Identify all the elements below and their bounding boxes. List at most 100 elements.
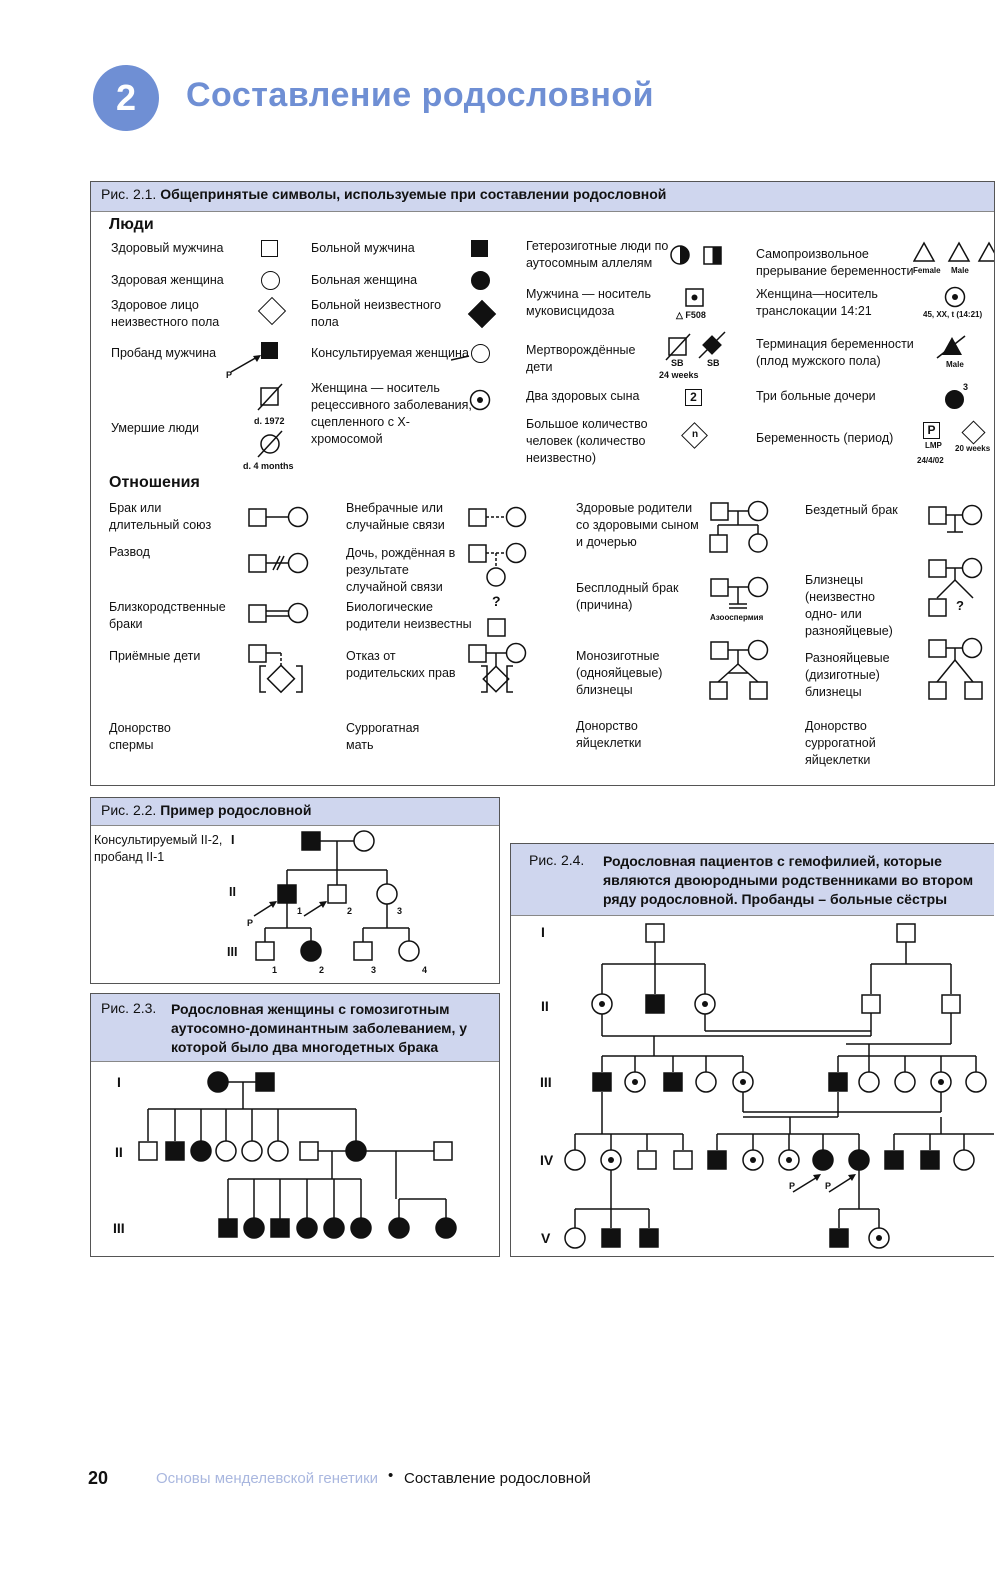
legend-label: Умершие люди	[111, 421, 199, 435]
legend-label: Близкородственные браки	[109, 600, 226, 631]
deceased-male-icon	[257, 383, 283, 411]
count-male-symbol: 2	[685, 389, 702, 406]
proband-mark: P	[247, 918, 253, 928]
gestation-label: 20 weeks	[955, 444, 991, 453]
generation-label: I	[117, 1074, 121, 1090]
legend-label: Консультируемая женщина	[311, 346, 469, 360]
unknown-sex-symbol	[257, 296, 287, 326]
legend-label: Внебрачные или случайные связи	[346, 501, 445, 532]
gestation-label: 24 weeks	[659, 370, 699, 380]
healthy-female-symbol	[261, 271, 280, 290]
stillbirth-affected-icon	[698, 331, 726, 359]
infertility-cause: Азооспермия	[710, 613, 764, 622]
individual-number: 1	[297, 906, 302, 916]
deceased-female-icon	[257, 430, 283, 458]
running-section: Основы менделевской генетики	[156, 1470, 379, 1487]
figure-label: Рис. 2.2.	[101, 802, 157, 818]
legend-label: Близнецы (неизвестно одно- или разнояйце…	[805, 573, 893, 638]
proband-male-symbol	[261, 342, 278, 359]
termination-icon	[936, 335, 966, 359]
affected-female-symbol	[471, 271, 490, 290]
individual-number: 4	[422, 965, 427, 975]
generation-label: I	[541, 924, 545, 940]
figure-caption: Рис. 2.3. Родословная женщины с гомозиго…	[91, 994, 499, 1062]
sex-label: Male	[946, 360, 964, 369]
proband-arrow-icon	[230, 355, 261, 373]
legend-label: Биологические родители неизвестны	[346, 600, 472, 631]
sex-label: Female	[913, 266, 941, 275]
heterozygote-icon	[670, 245, 722, 265]
individual-number: 2	[319, 965, 324, 975]
unknown-twin-mark: ?	[956, 598, 964, 613]
pedigree-chart	[138, 1071, 457, 1239]
consultand-female-symbol	[471, 344, 490, 363]
chapter-title: Составление родословной	[186, 76, 655, 114]
legend-label: Здоровые родители со здоровыми сыном и д…	[576, 501, 699, 549]
pedigree-chart: 1 2 3 1 2 3 4 P	[247, 830, 427, 975]
miscarriage-icon	[913, 241, 994, 262]
pedigree-note: Консультируемый II-2, пробанд II-1	[94, 833, 223, 864]
generation-label: V	[541, 1230, 551, 1246]
generation-label: III	[227, 945, 238, 959]
legend-label: Донорство суррогатной яйцеклетки	[805, 719, 876, 767]
proband-mark: P	[789, 1181, 795, 1191]
legend-label: Здоровая женщина	[111, 273, 224, 287]
affected-unknown-sex-symbol	[467, 299, 497, 329]
figure-caption: Рис. 2.4. Родословная пациентов с гемофи…	[511, 844, 994, 916]
legend-label: Донорство яйцеклетки	[576, 719, 642, 750]
lmp-label: LMP	[925, 441, 942, 450]
legend-label: Три больные дочери	[756, 389, 876, 403]
chapter-number-badge: 2	[93, 65, 159, 131]
legend-label: Развод	[109, 545, 150, 559]
generation-label: II	[229, 885, 236, 899]
section-heading-relationships: Отношения	[109, 474, 200, 491]
legend-label: Брак или длительный союз	[109, 501, 212, 532]
legend-label: Два здоровых сына	[526, 389, 640, 403]
legend-label: Большое количество человек (количество н…	[526, 417, 648, 465]
figure-label: Рис. 2.3.	[101, 1000, 157, 1016]
generation-label: II	[541, 998, 549, 1014]
figure-2-3: Рис. 2.3. Родословная женщины с гомозиго…	[90, 993, 500, 1257]
deceased-age: d. 4 months	[243, 461, 294, 471]
figure-2-2: Рис. 2.2. Пример родословной Консультиру…	[90, 797, 500, 984]
pregnancy-unknown-symbol	[961, 420, 986, 445]
healthy-male-symbol	[261, 240, 278, 257]
legend-label: Женщина—носитель транслокации 14:21	[756, 287, 878, 318]
mutation-label: △ F508	[676, 310, 706, 320]
legend-label: Здоровое лицо неизвестного пола	[111, 298, 220, 329]
running-topic: Составление родословной	[404, 1470, 591, 1487]
stillbirth-icon	[665, 333, 691, 361]
legend-label: Бездетный брак	[805, 503, 898, 517]
consultand-arrow-icon	[451, 355, 470, 361]
legend-label: Больной мужчина	[311, 241, 415, 255]
generation-label: III	[113, 1220, 125, 1236]
figure-label: Рис. 2.4.	[529, 852, 585, 868]
legend-label: Больной неизвестного пола	[311, 298, 442, 329]
legend-label: Разнояйцевые (дизиготные) близнецы	[805, 651, 890, 699]
legend-label: Приёмные дети	[109, 649, 201, 663]
legend-label: Суррогатная мать	[346, 721, 420, 752]
figure-2-1: Рис. 2.1. Общепринятые символы, использу…	[90, 181, 995, 953]
unknown-parents-mark: ?	[492, 593, 501, 609]
generation-label: II	[115, 1144, 123, 1160]
sex-label: Male	[951, 266, 969, 275]
x-linked-carrier-icon	[469, 389, 491, 411]
legend-label: Мертворождённые дети	[526, 343, 636, 374]
figure-caption: Рис. 2.1. Общепринятые символы, использу…	[91, 182, 994, 212]
pedigree-chart: P P	[564, 923, 994, 1249]
figure-label: Рис. 2.1.	[101, 186, 157, 202]
legend-label: Бесплодный брак (причина)	[576, 581, 679, 612]
affected-male-symbol	[471, 240, 488, 257]
legend-label: Донорство спермы	[109, 721, 171, 752]
generation-label: III	[540, 1074, 552, 1090]
translocation-carrier-icon	[944, 286, 966, 308]
legend-label: Здоровый мужчина	[111, 241, 224, 255]
individual-number: 3	[371, 965, 376, 975]
legend-label: Женщина — носитель рецессивного заболева…	[311, 381, 472, 446]
generation-label: I	[231, 833, 235, 847]
figure-caption-text: Родословная пациентов с гемофилией, кото…	[603, 853, 974, 907]
pregnancy-symbol: P	[923, 422, 940, 439]
stillbirth-label: SB	[707, 358, 720, 368]
figure-caption: Рис. 2.2. Пример родословной	[91, 798, 499, 826]
legend-label: Монозиготные (однояйцевые) близнецы	[576, 649, 663, 697]
